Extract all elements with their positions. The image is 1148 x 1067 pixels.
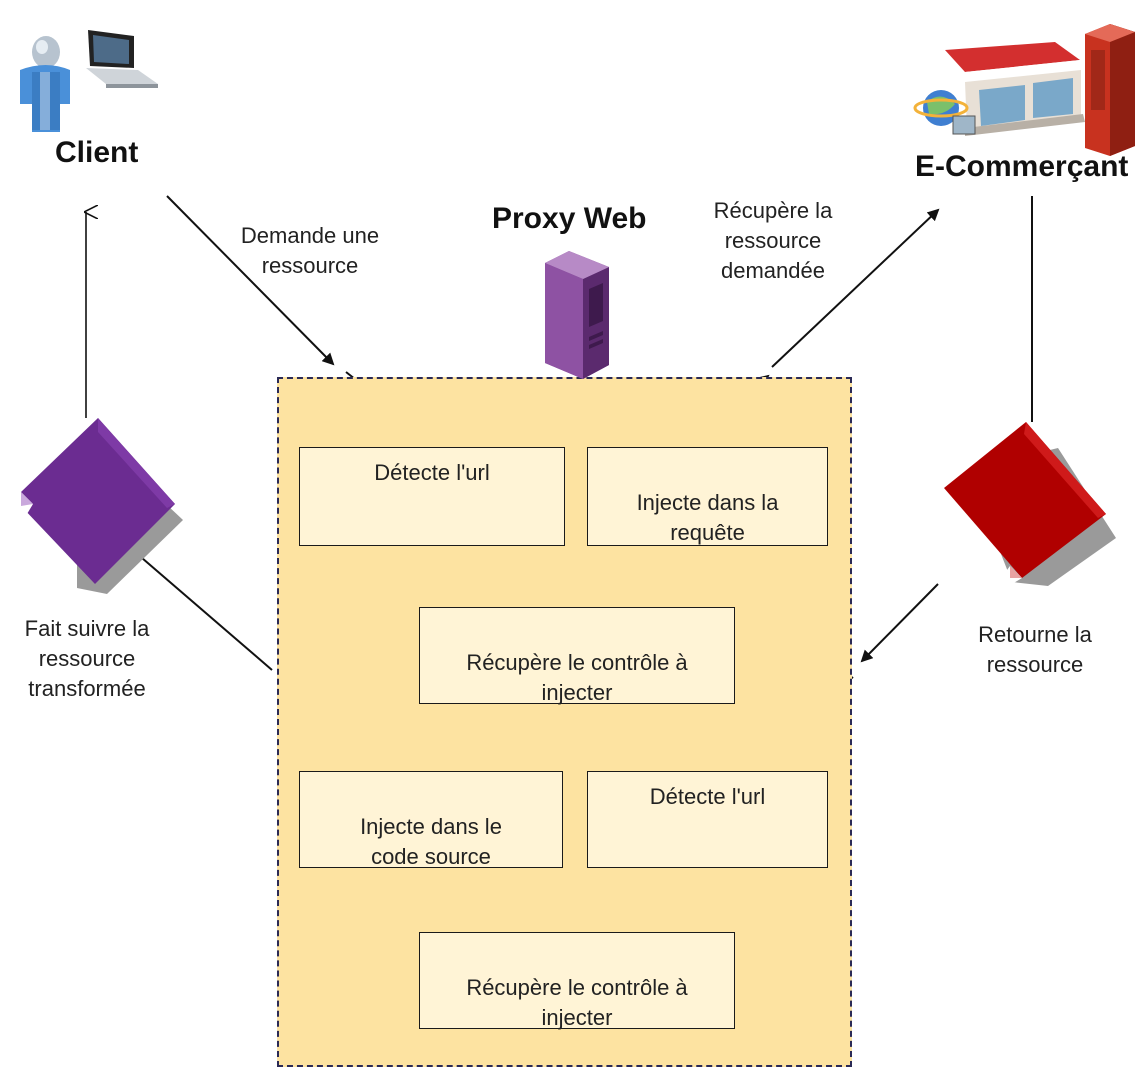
return-resource-label: Retourne la ressource xyxy=(978,622,1092,677)
step-label: Récupère le contrôle à injecter xyxy=(466,650,688,705)
server-icon xyxy=(545,251,609,379)
request-resource-label: Demande une ressource xyxy=(240,223,380,278)
merchant-label: E-Commerçant xyxy=(915,150,1129,183)
client-document-icon xyxy=(19,418,183,594)
step-label: Injecte dans le code source xyxy=(360,814,502,869)
proxy-label: Proxy Web xyxy=(492,202,647,235)
step-inject-source: Injecte dans le code source xyxy=(299,771,563,869)
forward-arrow xyxy=(141,557,273,671)
forward-resource-label: Fait suivre la ressource transformée xyxy=(24,616,150,701)
step-detect-url-top: Détecte l'url xyxy=(299,447,565,546)
step-label: Détecte l'url xyxy=(649,784,766,809)
step-get-control-bottom: Récupère le contrôle à injecter xyxy=(419,932,735,1030)
shop-server-icon xyxy=(913,24,1135,156)
user-laptop-icon xyxy=(20,30,158,132)
fetch-arrow xyxy=(771,208,940,368)
request-arrow xyxy=(166,195,335,366)
step-label: Détecte l'url xyxy=(374,460,490,485)
step-label: Récupère le contrôle à injecter xyxy=(466,975,688,1030)
step-inject-request: Injecte dans la requête xyxy=(587,447,828,546)
step-get-control-top: Récupère le contrôle à injecter xyxy=(419,607,735,705)
step-label: Injecte dans la requête xyxy=(636,490,779,545)
step-detect-url-bottom: Détecte l'url xyxy=(587,771,828,868)
merchant-document-icon xyxy=(944,422,1116,586)
return-arrow xyxy=(860,583,939,663)
client-label: Client xyxy=(55,136,139,169)
fetch-resource-label: Récupère la ressource demandée xyxy=(713,198,833,283)
